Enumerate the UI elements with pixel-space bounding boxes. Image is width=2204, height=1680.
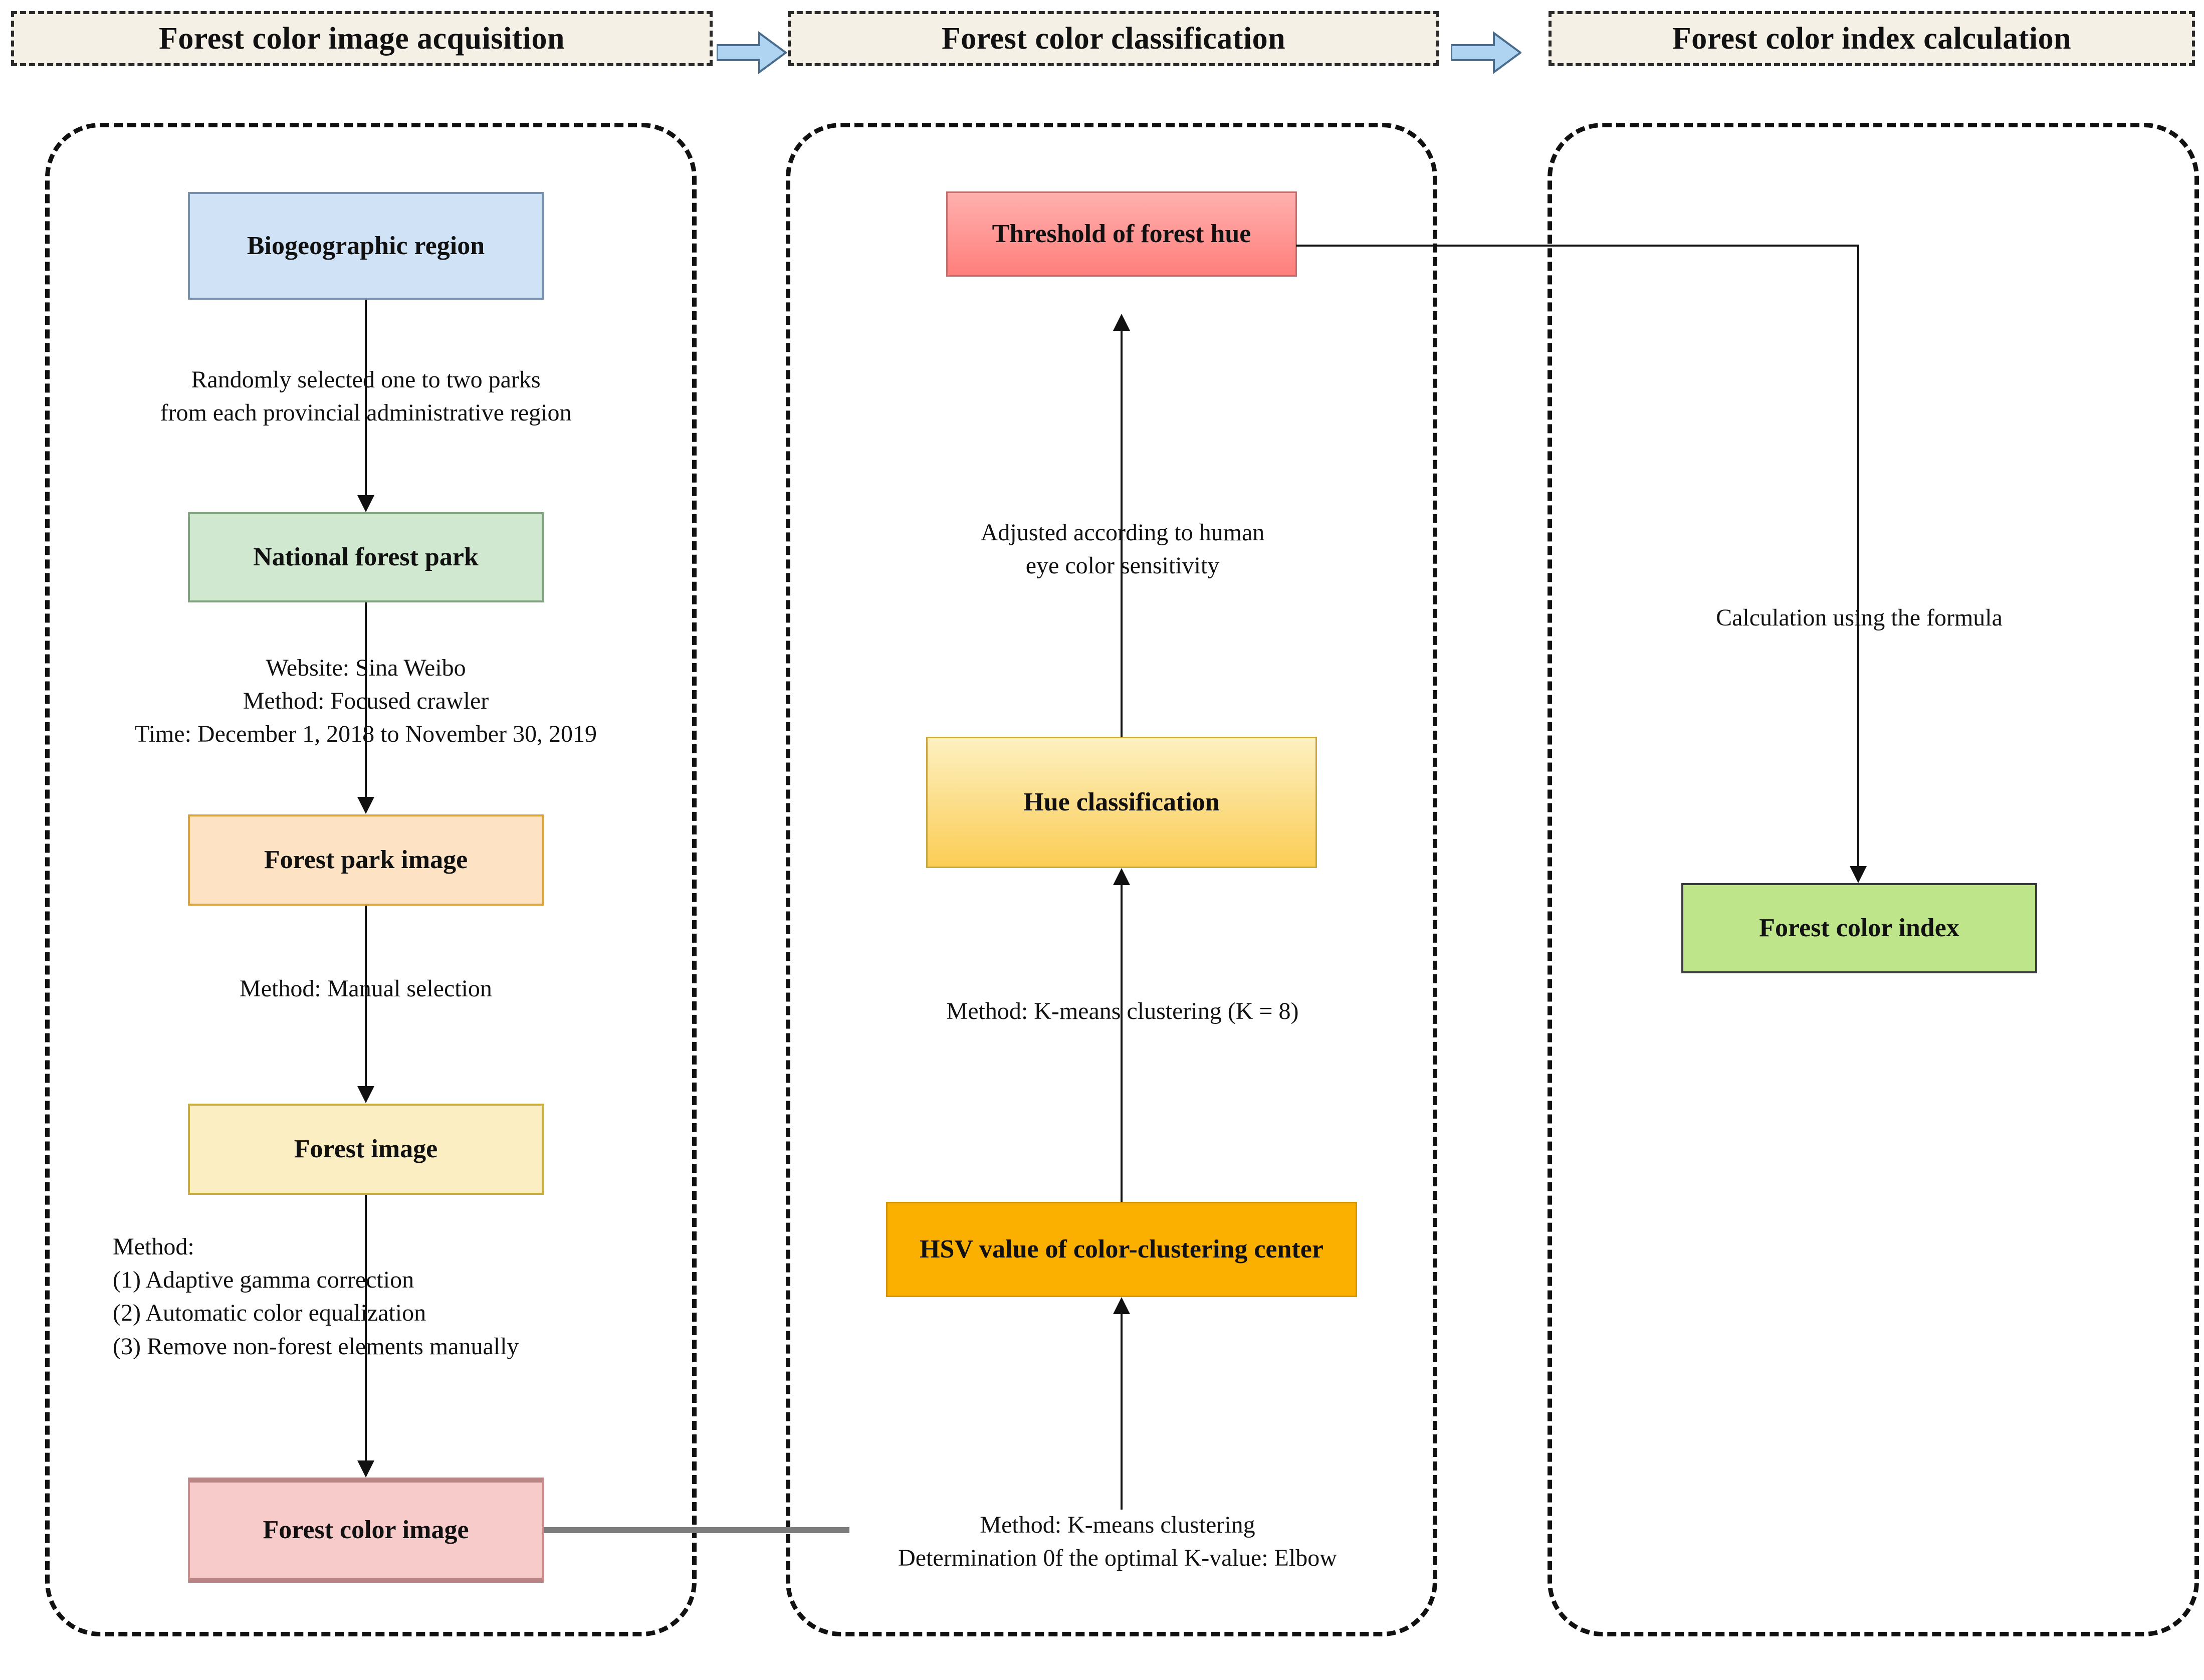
phase-container-acquisition	[45, 123, 697, 1636]
node-threshold-forest-hue[interactable]: Threshold of forest hue	[946, 191, 1297, 277]
edge-label-region-to-park: Randomly selected one to two parks from …	[160, 366, 572, 427]
edge-label-parkimage-to-image: Method: Manual selection	[240, 975, 492, 1002]
edge-hue-to-threshold-arrowhead	[1113, 314, 1130, 331]
node-hsv-cluster-center-label: HSV value of color-clustering center	[920, 1235, 1324, 1264]
edge-region-to-park	[365, 300, 367, 500]
edge-image-to-colorimage	[365, 1195, 367, 1465]
node-forest-image-label: Forest image	[294, 1135, 438, 1164]
edge-image-to-colorimage-arrowhead	[357, 1460, 374, 1478]
phase-container-index	[1548, 123, 2199, 1636]
edge-hue-to-threshold	[1121, 331, 1123, 762]
edge-label-image-to-colorimage: Method: (1) Adaptive gamma correction (2…	[113, 1233, 519, 1360]
edge-label-hue-to-threshold: Adjusted according to human eye color se…	[980, 519, 1265, 579]
edge-label-hsv-to-hue: Method: K-means clustering (K = 8)	[946, 998, 1299, 1024]
node-threshold-forest-hue-label: Threshold of forest hue	[992, 220, 1251, 249]
edge-parkimage-to-image-arrowhead	[357, 1086, 374, 1103]
header-arrow-2-icon	[1450, 30, 1522, 75]
phase-header-classification-label: Forest color classification	[941, 21, 1286, 56]
node-national-forest-park-label: National forest park	[253, 543, 479, 572]
node-forest-color-index[interactable]: Forest color index	[1681, 883, 2037, 973]
edge-label-colorimage-to-hsv: Method: K-means clustering Determination…	[898, 1512, 1337, 1572]
edge-park-to-parkimage	[365, 602, 367, 802]
phase-header-acquisition-label: Forest color image acquisition	[158, 21, 565, 56]
node-forest-park-image-label: Forest park image	[264, 846, 468, 875]
node-biogeographic-region[interactable]: Biogeographic region	[188, 192, 544, 300]
edge-region-to-park-arrowhead	[357, 495, 374, 512]
node-biogeographic-region-label: Biogeographic region	[247, 231, 485, 260]
edge-threshold-to-index-arrowhead	[1850, 866, 1867, 883]
node-national-forest-park[interactable]: National forest park	[188, 512, 544, 602]
phase-header-classification: Forest color classification	[788, 11, 1439, 66]
node-forest-color-image-label: Forest color image	[263, 1516, 469, 1545]
node-forest-color-index-label: Forest color index	[1759, 914, 1959, 943]
node-forest-park-image[interactable]: Forest park image	[188, 814, 544, 906]
phase-container-classification	[786, 123, 1437, 1636]
node-hue-classification-label: Hue classification	[1023, 788, 1220, 817]
phase-header-index-label: Forest color index calculation	[1672, 21, 2072, 56]
phase-header-acquisition: Forest color image acquisition	[11, 11, 713, 66]
node-hsv-cluster-center[interactable]: HSV value of color-clustering center	[886, 1202, 1357, 1297]
edge-park-to-parkimage-arrowhead	[357, 797, 374, 814]
edge-hsv-to-hue-arrowhead	[1113, 868, 1130, 885]
edge-label-threshold-to-index: Calculation using the formula	[1716, 604, 2003, 631]
edge-hsv-to-hue	[1121, 885, 1123, 1209]
edge-threshold-to-index-vertical	[1857, 245, 1859, 871]
node-forest-color-image[interactable]: Forest color image	[188, 1478, 544, 1583]
header-arrow-1-icon	[716, 30, 788, 75]
edge-colorimage-to-classification	[544, 1527, 849, 1533]
edge-colorimage-to-hsv	[1121, 1314, 1123, 1510]
edge-threshold-to-index-horizontal	[1296, 245, 1859, 247]
node-hue-classification[interactable]: Hue classification	[926, 737, 1317, 868]
edge-label-park-to-parkimage: Website: Sina Weibo Method: Focused craw…	[134, 655, 597, 748]
node-forest-image[interactable]: Forest image	[188, 1104, 544, 1195]
edge-parkimage-to-image	[365, 906, 367, 1091]
edge-colorimage-to-hsv-arrowhead	[1113, 1297, 1130, 1314]
phase-header-index: Forest color index calculation	[1549, 11, 2195, 66]
